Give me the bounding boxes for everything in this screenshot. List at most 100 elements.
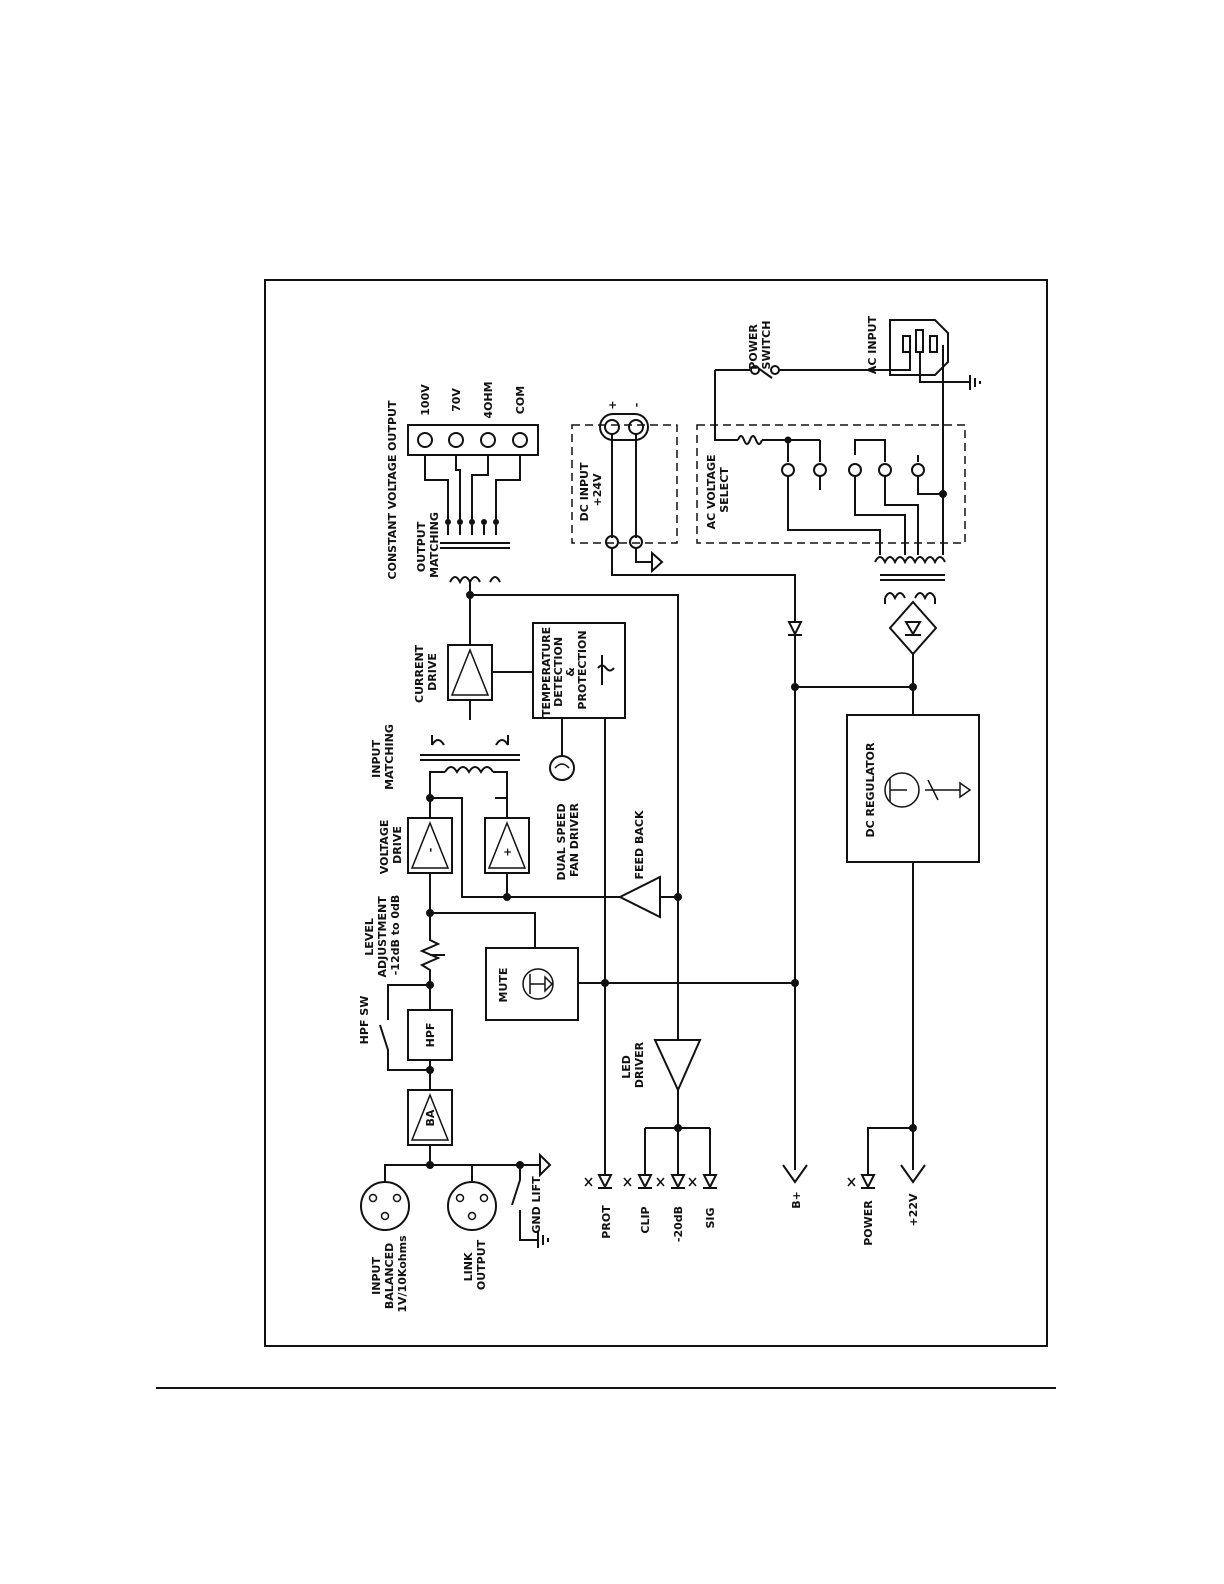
bridge-rectifier <box>888 600 938 715</box>
label-driver: DRIVER <box>633 1041 646 1088</box>
svg-text:INPUT BALANCED 1V/10Ko: INPUT BALANCED 1V/10Kohms <box>370 1235 409 1313</box>
label-sig: SIG <box>704 1207 717 1228</box>
label-current: CURRENT <box>413 644 426 703</box>
svg-text:LEVEL ADJUSTMENT -12dB: LEVEL ADJUSTMENT -12dB to 0dB <box>363 892 402 977</box>
svg-text:INPUT MATCHING: INPUT MATCHING <box>370 724 396 790</box>
label-detection: DETECTION <box>552 637 565 707</box>
label-minus: - <box>424 848 437 853</box>
label-input: INPUT <box>370 1257 383 1295</box>
svg-text:AC VOLTAGE SELECT: AC VOLTAGE SELECT <box>705 451 731 530</box>
label-led: LED <box>620 1055 633 1079</box>
terminal-4ohm <box>480 432 496 448</box>
svg-text:VOLTAGE DRIVE: VOLTAGE DRIVE <box>378 816 404 874</box>
label-plus-22v: +22V <box>907 1193 920 1227</box>
label-b-plus: B+ <box>790 1191 803 1209</box>
label-dc-regulator: DC REGULATOR <box>864 742 877 838</box>
label-com: COM <box>514 386 527 414</box>
led-power <box>847 1174 876 1190</box>
ac-input-connector <box>889 319 981 390</box>
svg-text:POWER SWITCH: POWER SWITCH <box>747 320 773 369</box>
label-matching-in: MATCHING <box>383 724 396 790</box>
link-output-xlr-connector <box>447 1181 497 1231</box>
label-100v: 100V <box>419 384 432 416</box>
led-clip <box>623 1174 653 1190</box>
label-power-sw: POWER <box>747 324 760 370</box>
led-minus20db <box>656 1174 686 1190</box>
label-dual-speed: DUAL SPEED <box>555 803 568 880</box>
led-sig <box>688 1174 718 1190</box>
led-prot <box>584 1174 613 1190</box>
label-voltage: VOLTAGE <box>378 820 391 875</box>
label-protection: PROTECTION <box>576 630 589 709</box>
output-matching-transformer <box>440 519 510 595</box>
voltage-drive-plus-block <box>484 817 530 874</box>
label-current-drive: DRIVE <box>426 653 439 691</box>
label-feed-back: FEED BACK <box>633 810 646 879</box>
terminal-70v <box>448 432 464 448</box>
label-ac-voltage: AC VOLTAGE <box>705 454 718 529</box>
label-link: LINK <box>462 1252 475 1281</box>
label-adjustment: ADJUSTMENT <box>376 896 389 978</box>
dc-regulator-block <box>846 714 980 863</box>
label-hpf: HPF <box>424 1023 437 1048</box>
label-clip: CLIP <box>639 1206 652 1233</box>
label-switch: SWITCH <box>760 321 773 370</box>
label-dc-24v: +24V <box>591 473 604 507</box>
led-driver-amplifier <box>653 1039 702 1093</box>
input-matching-transformer <box>420 735 520 798</box>
label-input-m: INPUT <box>370 740 383 778</box>
label-select: SELECT <box>718 467 731 513</box>
voltage-drive-minus-block <box>407 817 453 874</box>
fan-icon <box>549 755 575 781</box>
label-ba: BA <box>424 1109 437 1126</box>
diagram-frame <box>264 279 1048 1347</box>
current-drive-block <box>447 644 493 701</box>
label-70v: 70V <box>450 388 463 412</box>
label-drive: DRIVE <box>391 826 404 864</box>
label-dc-plus: + <box>606 400 619 409</box>
svg-text:LED DRIVER: LED DRIVER <box>620 1041 646 1088</box>
svg-text:OUTPUT MATCHING: OUTPUT MATCHING <box>415 512 441 578</box>
label-output: OUTPUT <box>475 1239 488 1290</box>
svg-text:LINK OUTPUT: LINK OUTPUT <box>462 1239 488 1290</box>
thermistor-icon <box>597 655 615 685</box>
ground-symbol <box>539 1152 552 1178</box>
feedback-amplifier <box>507 875 682 919</box>
label-dc-minus: - <box>630 403 643 408</box>
power-switch <box>715 345 911 379</box>
input-xlr-connector <box>360 1181 410 1231</box>
terminal-100v <box>417 432 433 448</box>
terminal-com <box>512 432 528 448</box>
dc-ground-symbol <box>651 550 664 574</box>
plus-22v-arrow <box>900 1164 926 1184</box>
label-constant-voltage-output: CONSTANT VOLTAGE OUTPUT <box>386 400 399 579</box>
label-gnd-lift: GND LIFT <box>530 1176 543 1234</box>
label-temperature: TEMPERATURE <box>540 627 553 717</box>
label-dc-input: DC INPUT <box>578 462 591 521</box>
label-impedance: 1V/10Kohms <box>396 1235 409 1313</box>
power-transformer <box>874 556 946 604</box>
svg-text:DUAL SPEED FAN DRIVER: DUAL SPEED FAN DRIVER <box>555 799 581 880</box>
svg-text:CURRENT DRIVE: CURRENT DRIVE <box>413 641 439 703</box>
label-output-m: OUTPUT <box>415 521 428 572</box>
svg-text:DC INPUT +24V: DC INPUT +24V <box>578 459 604 522</box>
b-plus-arrow <box>782 1164 808 1184</box>
label-matching-out: MATCHING <box>428 512 441 578</box>
label-minus-20db: -20dB <box>672 1206 685 1242</box>
label-fan-driver: FAN DRIVER <box>568 802 581 877</box>
svg-text:TEMPERATURE DETECTION: TEMPERATURE DETECTION & PROTECTION <box>540 623 589 717</box>
fuse-icon <box>737 435 763 445</box>
ac-voltage-select-box <box>696 424 966 544</box>
label-balanced: BALANCED <box>383 1243 396 1309</box>
label-prot: PROT <box>600 1205 613 1239</box>
label-power-led: POWER <box>862 1200 875 1246</box>
level-potentiometer <box>419 913 441 985</box>
dc-diode <box>787 621 803 637</box>
label-plus: + <box>501 847 514 856</box>
label-ampersand: & <box>564 667 577 677</box>
label-level: LEVEL <box>363 918 376 956</box>
dc-input-box <box>571 424 678 544</box>
label-ac-input: AC INPUT <box>866 315 879 374</box>
output-terminal-strip <box>407 424 539 456</box>
